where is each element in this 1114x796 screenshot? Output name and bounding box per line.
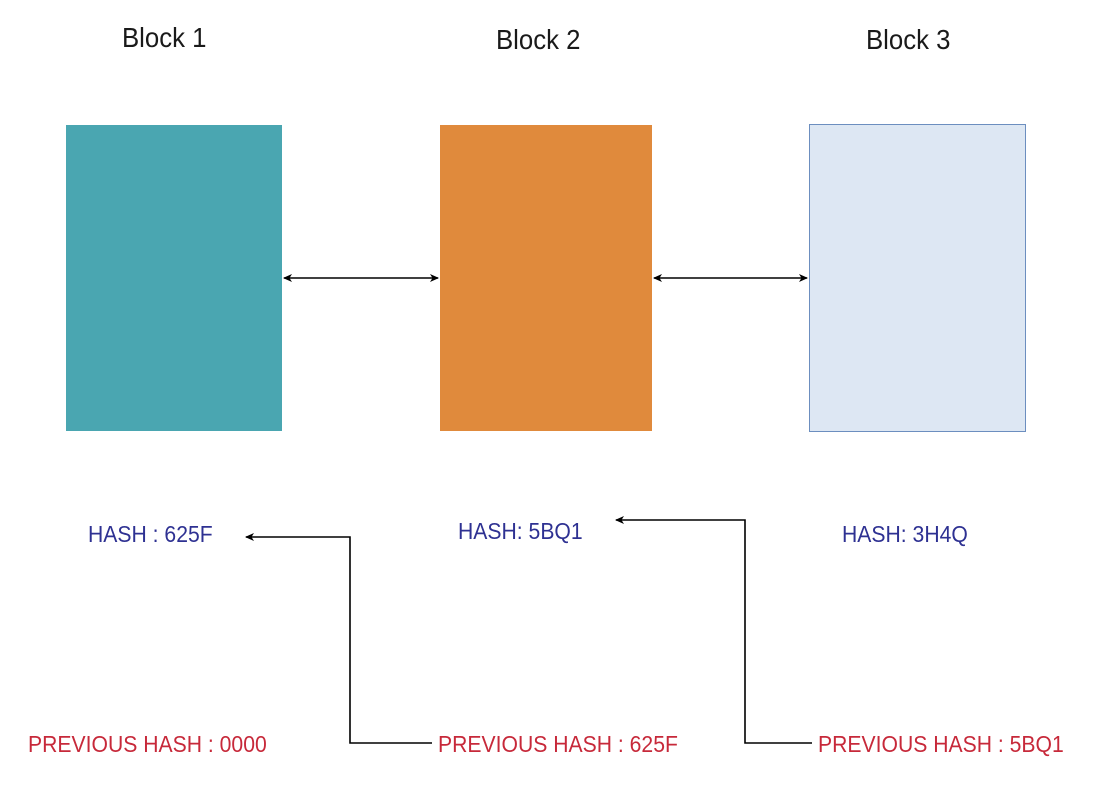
- block-2-previous-hash: PREVIOUS HASH : 625F: [438, 731, 678, 757]
- block-3-previous-hash: PREVIOUS HASH : 5BQ1: [818, 731, 1064, 757]
- prev-hash-arrow-block2-to-block1: [245, 533, 432, 744]
- prev-hash-arrow-block3-to-block2: [615, 516, 812, 744]
- block-1-title: Block 1: [122, 22, 207, 53]
- block-2-hash: HASH: 5BQ1: [458, 518, 583, 544]
- block-3-hash: HASH: 3H4Q: [842, 521, 968, 547]
- block-3-title: Block 3: [866, 24, 951, 55]
- block-1-hash: HASH : 625F: [88, 521, 213, 547]
- block-3-box: [809, 124, 1026, 432]
- block-1-previous-hash: PREVIOUS HASH : 0000: [28, 731, 267, 757]
- block-2-box: [440, 125, 652, 431]
- block-2-title: Block 2: [496, 24, 581, 55]
- block-1-box: [66, 125, 282, 431]
